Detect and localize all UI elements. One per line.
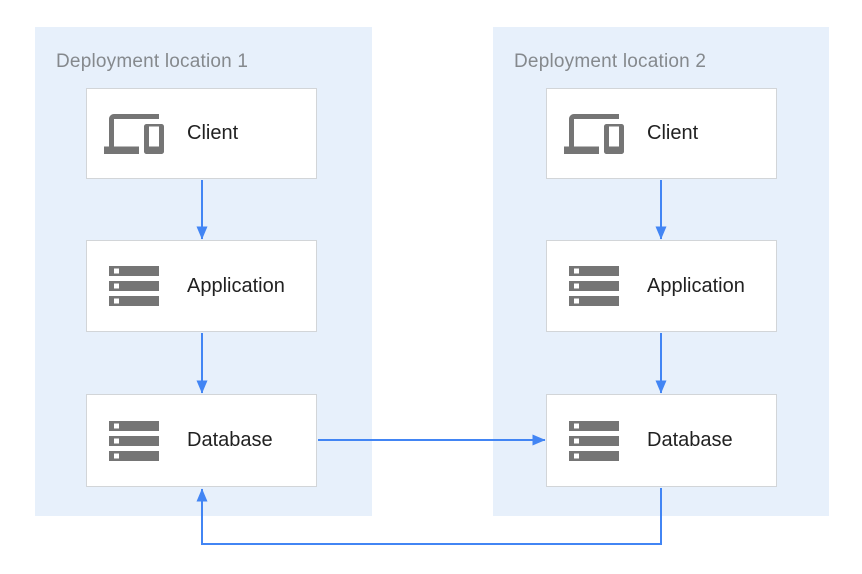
node-label: Client (187, 122, 239, 144)
node-client-2: Client (546, 88, 777, 179)
storage-icon (104, 411, 164, 471)
devices-icon (564, 104, 624, 164)
storage-icon (564, 411, 624, 471)
node-application-1: Application (86, 240, 317, 332)
storage-icon (564, 256, 624, 316)
node-application-2: Application (546, 240, 777, 332)
node-label: Application (187, 274, 285, 297)
node-client-1: Client (86, 88, 317, 179)
node-database-2: Database (546, 394, 777, 487)
panel-title: Deployment location 1 (56, 51, 249, 72)
storage-icon (104, 256, 164, 316)
node-label: Database (187, 429, 273, 451)
panel-title: Deployment location 2 (514, 51, 707, 72)
node-label: Database (647, 429, 733, 451)
node-label: Client (647, 122, 699, 144)
node-database-1: Database (86, 394, 317, 487)
devices-icon (104, 104, 164, 164)
node-label: Application (647, 274, 745, 297)
